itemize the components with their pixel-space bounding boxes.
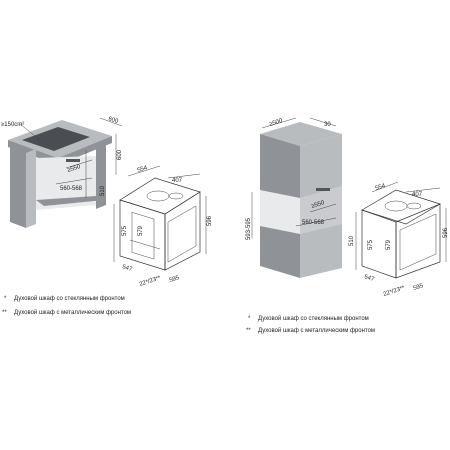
niche-height-label: 510 [100,185,106,196]
note-2-text: Духовой шкаф с металлическим фронтом [14,309,131,316]
col-niche-d-label: 560-568 [302,220,325,226]
cabinet-side [10,147,26,228]
front-thickness-label: 22*/23** [139,275,162,288]
r-front-thickness-label: 22*/23** [383,285,406,298]
r-oven-depth-bottom-label: 547 [363,274,375,283]
right-oven-drawing [361,189,441,279]
oven-front-depth-label: 407 [172,178,183,184]
col-niche-w-label: ≥550 [311,200,326,210]
oven-height-label: 596 [207,215,213,226]
right-column-drawing [260,122,342,278]
column-niche [260,186,342,234]
niche-width-label: ≥550 [67,164,82,174]
col-depth-label: 30 [324,122,331,128]
note-1-text: Духовой шкаф со стеклянным фронтом [14,295,125,302]
counter-width-label: 600 [107,116,119,125]
r-oven-width-label: 595 [413,283,425,292]
r-oven-front-depth-label: 407 [412,192,423,198]
r-note-1-mark: * [248,316,251,322]
oven-width-label: 595 [169,275,181,284]
col-width-label: ≥500 [269,118,284,128]
r-note-1-text: Духовой шкаф со стеклянным фронтом [258,315,369,322]
left-oven-drawing [119,177,201,271]
r-note-2-mark: ** [246,328,251,334]
cab-height-label: 600 [117,149,123,160]
r-oven-h-mid-label: 575 [368,239,374,250]
r-oven-h-inner-label: 510 [349,235,355,246]
hob [22,127,90,151]
r-note-2-text: Духовой шкаф с металлическим фронтом [258,327,375,334]
r-oven-depth-top-label: 554 [375,183,387,192]
niche-depth-label: 560-568 [60,186,83,192]
r-oven-h-outer-label: 579 [386,239,392,250]
oven-h-inner-label: 579 [138,225,144,236]
niche [36,156,96,210]
note-2-mark: ** [2,310,7,316]
r-oven-height-label: 596 [443,227,449,238]
oven-depth-bottom-label: 547 [121,264,133,273]
oven-h-outer-label: 575 [122,225,128,236]
col-niche-h-label: 593-595 [246,217,252,240]
oven-depth-top-label: 554 [137,165,149,174]
cutout-label: ≥150cm² [1,122,24,128]
left-cabinet-drawing [8,120,112,228]
note-1-mark: * [4,296,7,302]
